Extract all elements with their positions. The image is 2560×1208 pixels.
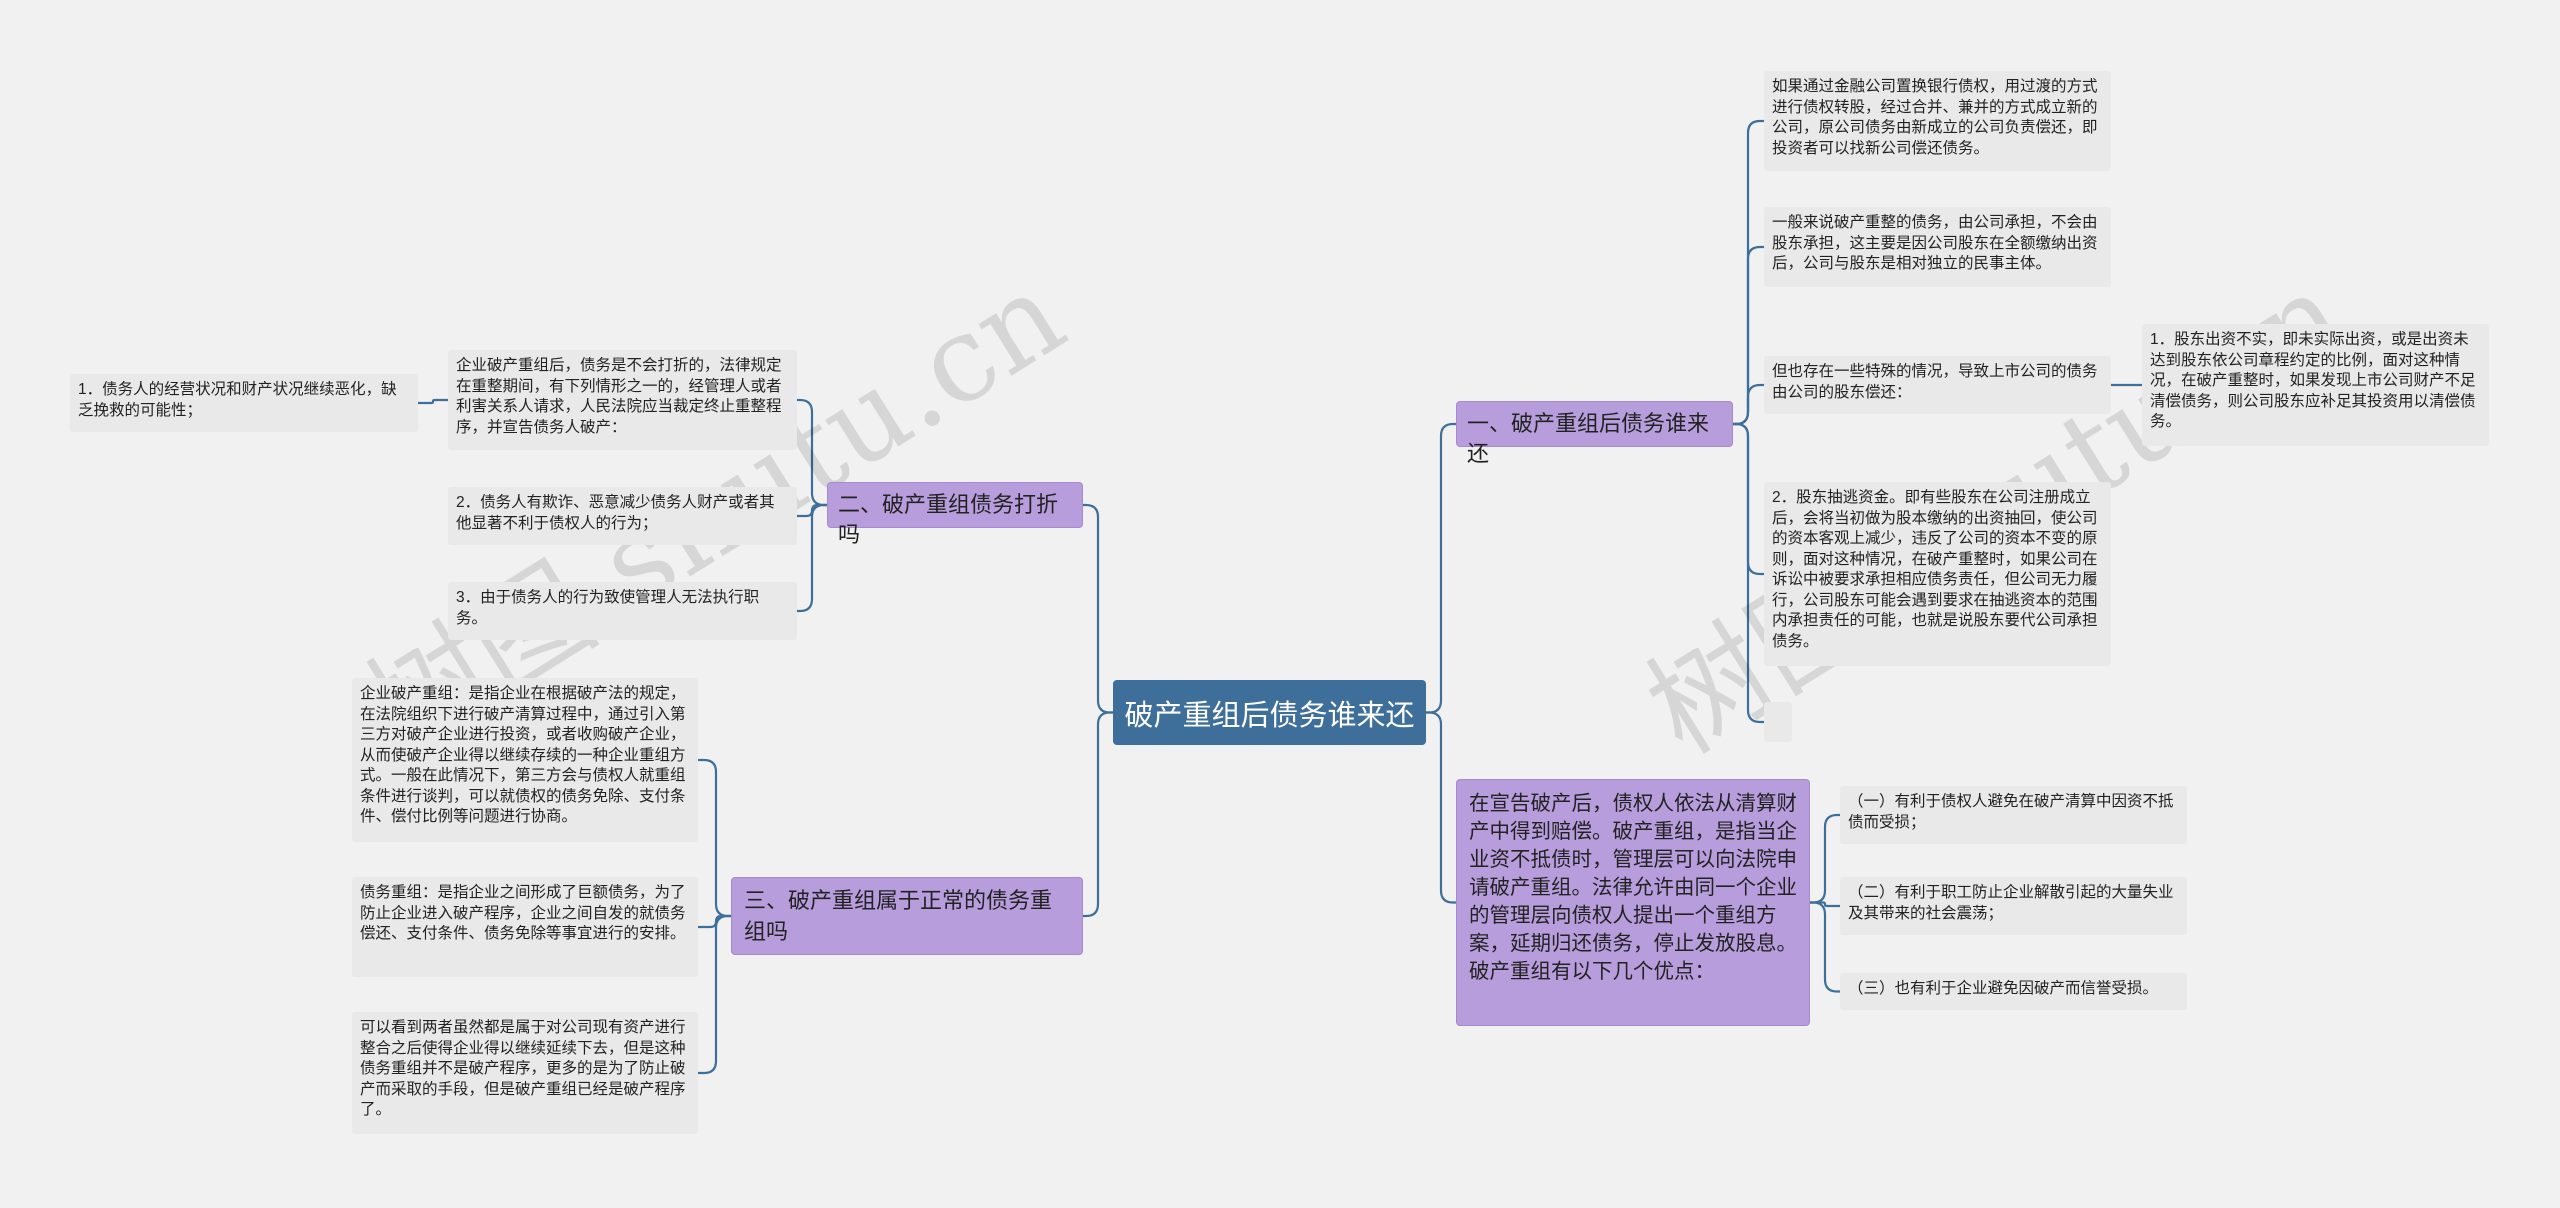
branch-node-4[interactable]: 三、破产重组属于正常的债务重组吗 (731, 877, 1083, 955)
leaf-node-grandchild[interactable]: 1．债务人的经营状况和财产状况继续恶化，缺乏挽救的可能性； (70, 374, 418, 432)
connector-line (1083, 503, 1113, 714)
leaf-node[interactable]: 企业破产重组：是指企业在根据破产法的规定，在法院组织下进行破产清算过程中，通过引… (352, 678, 698, 842)
leaf-node[interactable]: （二）有利于职工防止企业解散引起的大量失业及其带来的社会震荡； (1840, 877, 2187, 935)
connector-line (797, 503, 827, 518)
leaf-node[interactable]: 3．由于债务人的行为致使管理人无法执行职务。 (448, 582, 797, 640)
connector-line (1733, 383, 1764, 426)
branch-label: 二、破产重组债务打折吗 (838, 492, 1059, 547)
connector-line (797, 398, 827, 507)
branch-node-3[interactable]: 二、破产重组债务打折吗 (827, 482, 1083, 547)
leaf-node[interactable]: 2．债务人有欺诈、恶意减少债务人财产或者其他显著不利于债权人的行为； (448, 487, 797, 545)
leaf-node-empty[interactable] (1764, 702, 1792, 742)
leaf-node[interactable]: （一）有利于债权人避免在破产清算中因资不抵债而受损； (1840, 786, 2187, 844)
connector-line (1083, 711, 1113, 918)
connector-line (698, 914, 731, 929)
connector-line (797, 503, 827, 613)
leaf-node[interactable]: 如果通过金融公司置换银行债权，用过渡的方式进行债权转股，经过合并、兼并的方式成立… (1764, 71, 2111, 171)
leaf-node[interactable]: （三）也有利于企业避免因破产而信誉受损。 (1840, 973, 2187, 1010)
connector-line (698, 914, 731, 1075)
branch-label: 在宣告破产后，债权人依法从清算财产中得到赔偿。破产重组，是指当企业资不抵债时，管… (1469, 792, 1797, 983)
connector-line (418, 398, 448, 405)
leaf-node[interactable]: 可以看到两者虽然都是属于对公司现有资产进行整合之后使得企业得以继续延续下去，但是… (352, 1012, 698, 1134)
leaf-node[interactable]: 债务重组：是指企业之间形成了巨额债务，为了防止企业进入破产程序，企业之间自发的就… (352, 877, 698, 977)
root-node[interactable]: 破产重组后债务谁来还 (1113, 680, 1426, 745)
connector-line (1810, 813, 1840, 904)
leaf-node-grandchild[interactable]: 1．股东出资不实，即未实际出资，或是出资未达到股东依公司章程约定的比例，面对这种… (2142, 324, 2489, 446)
branch-label: 一、破产重组后债务谁来还 (1467, 411, 1710, 466)
connector-line (1810, 901, 1840, 993)
connector-line (1810, 901, 1840, 908)
leaf-node[interactable]: 企业破产重组后，债务是不会打折的，法律规定在重整期间，有下列情形之一的，经管理人… (448, 350, 797, 450)
connector-line (698, 758, 731, 918)
branch-node-1[interactable]: 一、破产重组后债务谁来还 (1456, 401, 1733, 466)
connector-line (1426, 711, 1456, 904)
branch-node-2[interactable]: 在宣告破产后，债权人依法从清算财产中得到赔偿。破产重组，是指当企业资不抵债时，管… (1456, 779, 1810, 1026)
connector-line (1426, 422, 1456, 714)
leaf-node[interactable]: 但也存在一些特殊的情况，导致上市公司的债务由公司的股东偿还： (1764, 356, 2111, 414)
connector-line (1733, 422, 1764, 724)
leaf-node[interactable]: 2．股东抽逃资金。即有些股东在公司注册成立后，会将当初做为股本缴纳的出资抽回，使… (1764, 482, 2111, 666)
branch-label: 三、破产重组属于正常的债务重组吗 (744, 888, 1053, 944)
leaf-node[interactable]: 一般来说破产重整的债务，由公司承担，不会由股东承担，这主要是因公司股东在全额缴纳… (1764, 207, 2111, 287)
root-label: 破产重组后债务谁来还 (1124, 699, 1415, 732)
